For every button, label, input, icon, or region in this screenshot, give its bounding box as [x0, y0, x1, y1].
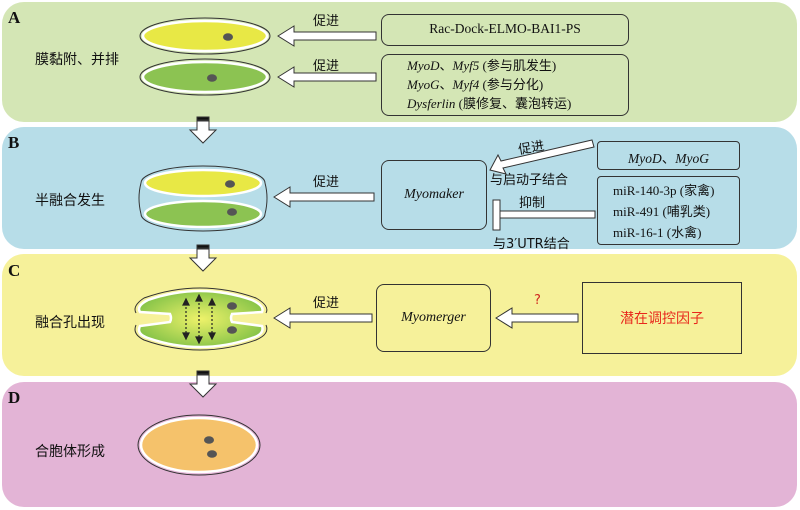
promote-label-a2: 促进: [313, 59, 340, 74]
note-text: (膜修复、囊泡转运): [455, 96, 572, 111]
promote-arrow-b: [489, 139, 595, 175]
panel-a-letter: A: [8, 8, 21, 27]
myomerger-box: Myomerger: [376, 284, 491, 352]
nucleus-icon: [207, 74, 217, 82]
separator: 、: [439, 58, 453, 73]
nucleus-icon: [207, 450, 217, 458]
panel-a: [2, 2, 797, 122]
potential-regulator-box: 潜在调控因子: [582, 282, 742, 354]
panel-b-letter: B: [8, 133, 20, 152]
myogenic-factors-box: MyoD、Myf5 (参与肌发生) MyoG、Myf4 (参与分化) Dysfe…: [381, 54, 629, 116]
nucleus-icon: [204, 436, 214, 444]
separator: 、: [439, 77, 453, 92]
rac-dock-text: Rac-Dock-ELMO-BAI1-PS: [429, 21, 581, 36]
nucleus-icon: [227, 208, 237, 216]
cell-green-b: [143, 199, 263, 229]
myf4-text: Myf4: [452, 77, 480, 92]
myomaker-text: Myomaker: [404, 187, 464, 202]
potential-regulator-text: 潜在调控因子: [620, 311, 704, 327]
cell-yellow-a: [141, 19, 269, 53]
dysferlin-text: Dysferlin: [407, 96, 456, 111]
stage-d-label: 合胞体形成: [35, 444, 105, 460]
utr-binding-label: 与3′UTR结合: [493, 237, 570, 252]
nucleus-icon: [227, 326, 237, 334]
myod-myf5-line: MyoD、Myf5 (参与肌发生): [407, 56, 628, 75]
dysferlin-line: Dysferlin (膜修复、囊泡转运): [407, 94, 628, 113]
arrow-down-ab: [188, 116, 218, 144]
separator: 、: [661, 151, 676, 166]
inhibit-label: 抑制: [519, 196, 546, 211]
promote-label-b: 促进: [313, 175, 340, 190]
nucleus-icon: [223, 33, 233, 41]
panel-d: [2, 382, 797, 507]
myod-myog-box: MyoD、MyoG: [597, 141, 740, 170]
arrow-left-c1: [273, 307, 373, 329]
cell-green-a: [141, 60, 269, 94]
promoter-binding-label: 与启动子结合: [490, 173, 569, 188]
mirna-140-line: miR-140-3p (家禽): [613, 183, 715, 198]
myomaker-box: Myomaker: [381, 160, 487, 230]
myf5-text: Myf5: [452, 58, 480, 73]
stage-a-label: 膜黏附、并排: [35, 52, 119, 68]
promote-label-a1: 促进: [313, 14, 340, 29]
arrow-left-a2: [277, 66, 377, 88]
promote-label-c: 促进: [313, 296, 340, 311]
panel-b: [2, 127, 797, 249]
note-text: (参与肌发生): [479, 58, 557, 73]
rac-dock-box: Rac-Dock-ELMO-BAI1-PS: [381, 14, 629, 46]
syncytium-cell: [137, 414, 261, 476]
mirna-16-line: miR-16-1 (水禽): [613, 225, 702, 240]
cell-pair-b: [138, 165, 268, 232]
myog-text: MyoG: [675, 151, 709, 166]
cell-yellow-b: [143, 168, 263, 198]
note-text: (参与分化): [479, 77, 544, 92]
panel-c-letter: C: [8, 261, 21, 280]
mirna-491-line: miR-491 (哺乳类): [613, 204, 711, 219]
nucleus-icon: [225, 180, 235, 188]
panel-c: [2, 254, 797, 376]
arrow-down-cd: [188, 370, 218, 398]
myog-text: MyoG: [407, 77, 440, 92]
arrow-down-bc: [188, 244, 218, 272]
stage-b-label: 半融合发生: [35, 193, 105, 209]
arrow-left-c2: [495, 307, 579, 329]
myomerger-text: Myomerger: [401, 310, 466, 325]
inhibit-bar-b: [492, 199, 596, 231]
nucleus-icon: [227, 302, 237, 310]
stage-c-label: 融合孔出现: [35, 315, 105, 331]
fusion-pore-cell: [134, 287, 268, 351]
myod-text: MyoD: [628, 151, 662, 166]
panel-d-letter: D: [8, 388, 21, 407]
myod-text: MyoD: [407, 58, 440, 73]
question-mark: ?: [534, 293, 541, 308]
arrow-left-a1: [277, 25, 377, 47]
fusion-double-arrows: [182, 293, 216, 345]
mirna-box: miR-140-3p (家禽) miR-491 (哺乳类) miR-16-1 (…: [597, 176, 740, 245]
myog-myf4-line: MyoG、Myf4 (参与分化): [407, 75, 628, 94]
arrow-left-b: [273, 186, 375, 208]
cell-pair-a: [139, 17, 271, 96]
